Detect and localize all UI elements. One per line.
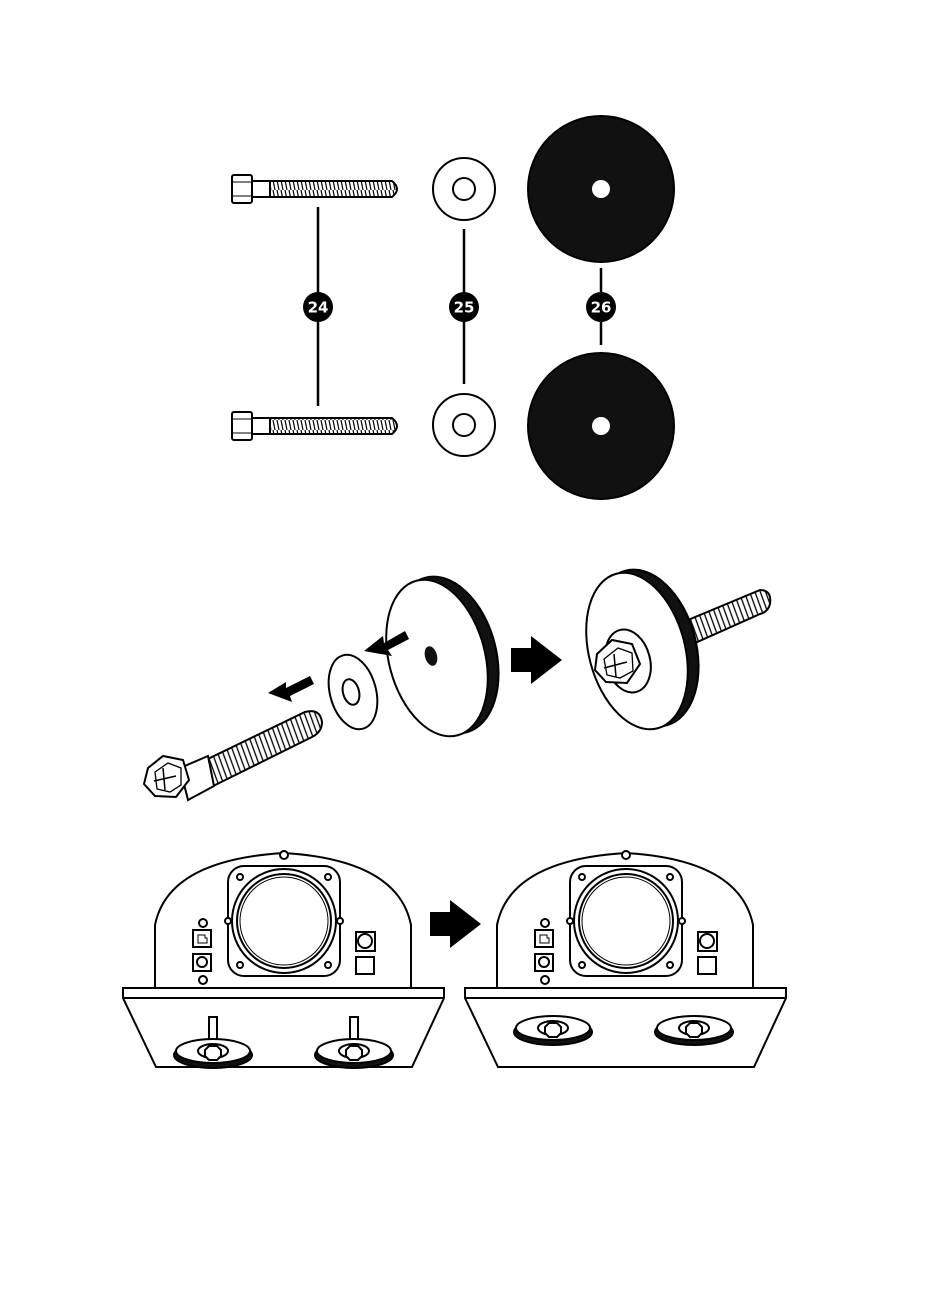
installation-section bbox=[123, 851, 786, 1068]
pad-installed-2 bbox=[655, 1016, 733, 1045]
bolt-head-exploded bbox=[144, 756, 189, 797]
exploded-pad bbox=[370, 565, 515, 748]
bolt-part-bottom bbox=[232, 412, 397, 440]
callout-pad: 26 bbox=[586, 292, 616, 322]
assembly-section bbox=[144, 558, 770, 800]
parts-section: 24 25 26 bbox=[232, 116, 674, 499]
callout-pad-text: 26 bbox=[591, 299, 612, 317]
bolt-part-top bbox=[232, 175, 397, 203]
callout-washer: 25 bbox=[449, 292, 479, 322]
right-arrow-icon bbox=[511, 636, 562, 684]
exploded-bolt bbox=[144, 711, 322, 800]
callout-bolt-text: 24 bbox=[308, 299, 329, 317]
speaker-unit-after bbox=[465, 851, 786, 1067]
pad-installed-1 bbox=[514, 1016, 592, 1045]
exploded-washer bbox=[321, 649, 385, 734]
arrow-icon bbox=[268, 676, 314, 702]
right-arrow-icon bbox=[430, 900, 481, 948]
speaker-unit-before bbox=[123, 851, 444, 1068]
rubber-pad-top bbox=[528, 116, 674, 262]
callout-washer-text: 25 bbox=[454, 299, 475, 317]
assembled-pad bbox=[570, 558, 770, 741]
rubber-pad-bottom bbox=[528, 353, 674, 499]
washer-part-bottom bbox=[433, 394, 495, 456]
callout-bolt: 24 bbox=[303, 292, 333, 322]
washer-part-top bbox=[433, 158, 495, 220]
